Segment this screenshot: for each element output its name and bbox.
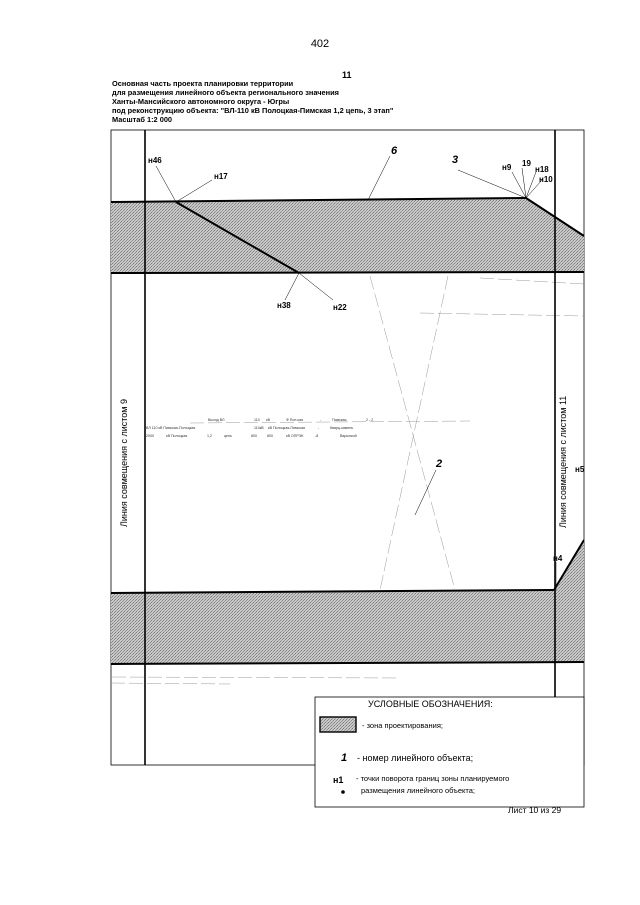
point-label-n38: н38 — [277, 301, 291, 310]
legend-zone-text: - зона проектирования; — [362, 721, 443, 730]
zone-band-top-edge — [111, 197, 527, 203]
faint-text: 110 — [254, 418, 260, 422]
legend-box — [314, 696, 585, 808]
point-label-n22: н22 — [333, 303, 347, 312]
legend-point-dot — [341, 790, 345, 794]
point-label-19: 19 — [522, 159, 531, 168]
faint-text: кВ Полоцкая — [166, 434, 187, 438]
point-label-n17: н17 — [214, 172, 228, 181]
object-number-6: 6 — [391, 145, 398, 157]
point-label-n10: н10 — [539, 175, 553, 184]
legend-point-symbol: н1 — [333, 775, 343, 785]
point-label-n5: н5 — [575, 465, 585, 474]
faint-text: кВ — [266, 418, 271, 422]
faint-text: 800 — [251, 434, 257, 438]
map-header: Основная часть проекта планировки террит… — [112, 79, 393, 124]
zone-band-bottom-edge — [111, 589, 555, 594]
header-line-3: Ханты-Мансийского автономного округа - Ю… — [112, 97, 290, 106]
legend-title: УСЛОВНЫЕ ОБОЗНАЧЕНИЯ: — [368, 699, 493, 709]
zone-band-top-bottom-edge — [111, 271, 584, 274]
faint-text: Пимская — [332, 418, 347, 422]
point-label-n9: н9 — [502, 163, 512, 172]
faint-text: - — [318, 426, 320, 430]
legend-zone-swatch — [319, 716, 357, 733]
legend-point-text-2: размещения линейного объекта; — [361, 786, 475, 795]
faint-text: ВЛ 110 кВ Пимская-Полоцкая — [146, 426, 195, 430]
legend: УСЛОВНЫЕ ОБОЗНАЧЕНИЯ: - зона проектирова… — [314, 696, 585, 808]
faint-text: 2 - 2 — [366, 418, 373, 422]
page-number: 402 — [310, 38, 330, 50]
match-label-right: Линия совмещения с листом 11 — [558, 396, 568, 528]
header-line-1: Основная часть проекта планировки террит… — [112, 79, 294, 88]
zone-band-bottom-lower-edge — [111, 661, 584, 665]
faint-text: -8 — [315, 434, 318, 438]
faint-text: 1,2 — [207, 434, 212, 438]
legend-point-text-1: - точки поворота границ зоны планируемог… — [356, 774, 509, 783]
faint-text: - — [320, 418, 322, 422]
zone-band-bottom — [111, 540, 584, 664]
legend-number-symbol: 1 — [341, 752, 347, 764]
faint-text: кВ ОПРЭК — [286, 434, 304, 438]
faint-text: кВ Полоцкая-Пимская — [268, 426, 305, 430]
header-line-5: Масштаб 1:2 000 — [112, 115, 173, 124]
sheet-counter: Лист 10 из 29 — [508, 805, 562, 815]
faint-text: Варынкой — [340, 434, 357, 438]
faint-text: цепь — [224, 434, 232, 438]
leader-lines — [155, 155, 557, 590]
header-line-2: для размещения линейного объекта региона… — [112, 88, 339, 97]
faint-text: Ф Пол-кая — [286, 418, 303, 422]
faint-text: Кварц-камень — [330, 426, 353, 430]
faint-table-texts: Выход ВЛ 110 кВ Ф Пол-кая - Пимская 2 - … — [146, 418, 373, 438]
faint-text: Выход ВЛ — [208, 418, 225, 422]
zone-corner-right — [553, 539, 584, 591]
point-label-n46: н46 — [148, 156, 162, 165]
zone-band-top — [111, 198, 584, 273]
faint-text: 2000 — [146, 434, 154, 438]
faint-text: 800 — [267, 434, 273, 438]
object-number-3: 3 — [452, 154, 458, 166]
header-line-4: под реконструкцию объекта: "ВЛ-110 кВ По… — [112, 106, 394, 115]
match-label-left: Линия совмещения с листом 9 — [119, 399, 129, 527]
point-label-n4: н4 — [553, 554, 563, 563]
object-number-2: 2 — [435, 458, 442, 470]
faint-text: 110кВ — [254, 426, 264, 430]
zone-diagonal-top — [175, 201, 300, 274]
point-label-n18: н18 — [535, 165, 549, 174]
legend-number-text: - номер линейного объекта; — [357, 753, 473, 763]
sheet-number: 11 — [342, 70, 352, 80]
faint-lines — [111, 275, 584, 685]
